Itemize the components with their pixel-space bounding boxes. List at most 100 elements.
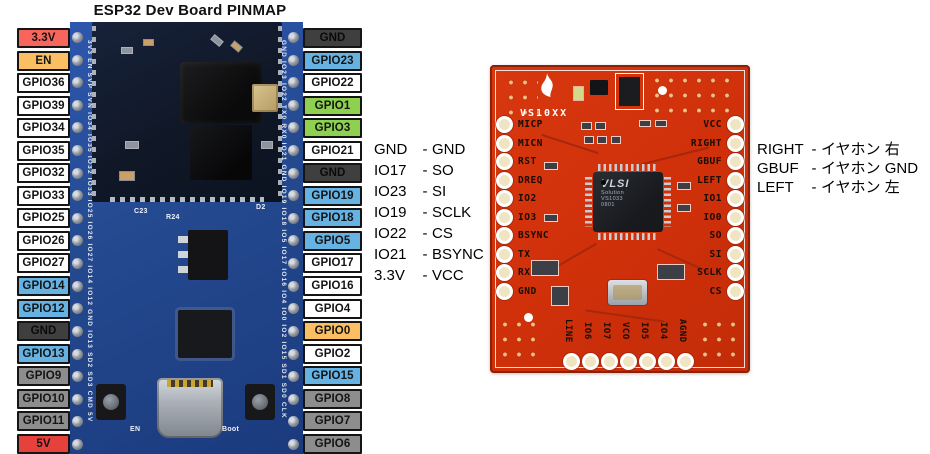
mount-hole [524,313,533,322]
copper-trace [552,242,598,269]
vs10xx-pin-so: SO [691,227,744,245]
pin-hole [496,245,513,263]
pin-hole [639,353,656,370]
smd-component [612,137,620,143]
pin-hole [288,303,299,315]
esp32-pin-gpio33: GPIO33 [17,185,70,206]
pin-hole [496,264,513,282]
pin-label: LEFT [697,174,722,186]
esp32-pin-gpio9: GPIO9 [17,366,70,387]
silk-label-en: EN [130,426,141,433]
pin-label-io4: IO4 [658,322,668,340]
pin-label: GND [518,285,537,297]
esp32-pin-gpio19: GPIO19 [303,185,362,206]
pin-label-line: LINE [563,319,573,343]
pin-label: IO1 [703,193,722,205]
wiring-to: GND [432,141,466,158]
pin-hole [727,116,744,133]
wiring-to: BSYNC [432,246,484,263]
pin-hole [72,235,83,247]
mount-hole [658,86,667,95]
chip-pins [585,177,592,227]
pin-label: IO2 [518,193,537,205]
pin-hole [72,280,83,292]
wiring-from: GND [374,141,408,158]
esp32-pin-gpio36: GPIO36 [17,73,70,94]
esp32-pin-gnd: GND [17,321,70,342]
pin-hole [288,212,299,224]
pin-hole [288,235,299,247]
pin-hole [72,190,83,202]
pin-hole [72,167,83,179]
pin-hole [582,353,599,370]
crystal-inner [613,285,642,300]
wiring-dash: - [811,160,817,177]
capacitor [532,261,558,275]
wiring-row: IO19-SCLK [374,202,484,223]
pin-hole [496,208,513,226]
vs10xx-pin-right: RIGHT [691,134,744,152]
wiring-to: SCLK [432,204,472,221]
esp32-pin-gnd: GND [303,28,362,48]
esp32-pin-gpio21: GPIO21 [303,140,362,161]
pin-hole [72,99,83,111]
smd-component [122,48,132,53]
chip-marking-line: VS1033 [601,196,623,202]
pin-label: IO3 [518,211,537,223]
pin-hole [72,416,83,428]
wiring-dash: - [811,179,817,196]
esp32-pin-gpio22: GPIO22 [303,73,362,94]
pin-hole [72,303,83,315]
wiring-to: イヤホン 左 [821,179,900,196]
pin-label: RST [518,156,537,168]
vs10xx-pin-vcc: VCC [691,116,744,133]
esp32-pin-en: EN [17,50,70,71]
pin-hole [727,153,744,171]
pin-hole [677,353,694,370]
silk-label-r24: R24 [166,214,180,221]
pin-label-io7: IO7 [601,322,611,340]
pin-hole [288,122,299,134]
wiring-to: VCC [432,267,464,284]
esp32-pin-gpio15: GPIO15 [303,366,362,387]
smd-component [126,142,138,148]
module-castellation [110,197,264,202]
esp32-chip [190,125,252,180]
esp32-pin-gpio35: GPIO35 [17,140,70,161]
pin-hole [288,54,299,66]
wiring-from: LEFT [757,179,794,196]
via-grid [698,317,742,363]
wiring-to: SO [432,162,454,179]
wiring-row: IO17-SO [374,160,484,181]
vs10xx-pin-gbuf: GBUF [691,153,744,171]
pin-hole [288,167,299,179]
outlined-capacitor [615,73,644,110]
pin-hole [72,348,83,360]
smd-component [545,163,557,169]
smd-component [262,142,272,148]
wiring-from: RIGHT [757,141,804,158]
esp32-pin-gpio3: GPIO3 [303,118,362,139]
smd-component [144,40,153,45]
pin-hole [72,325,83,337]
esp32-pin-gpio10: GPIO10 [17,388,70,409]
pin-hole [727,264,744,282]
wiring-dash: - [422,183,428,200]
esp32-pin-gpio11: GPIO11 [17,411,70,432]
sot23-transistor [590,80,608,95]
smd-component [585,137,593,143]
pin-hole [601,353,618,370]
esp32-pin-gpio18: GPIO18 [303,208,362,229]
wiring-dash: - [422,267,428,284]
vs10xx-pin-io2: IO2 [496,190,549,208]
voltage-regulator [178,230,228,280]
vs10xx-pin-sclk: SCLK [691,264,744,282]
wiring-from: GBUF [757,160,799,177]
